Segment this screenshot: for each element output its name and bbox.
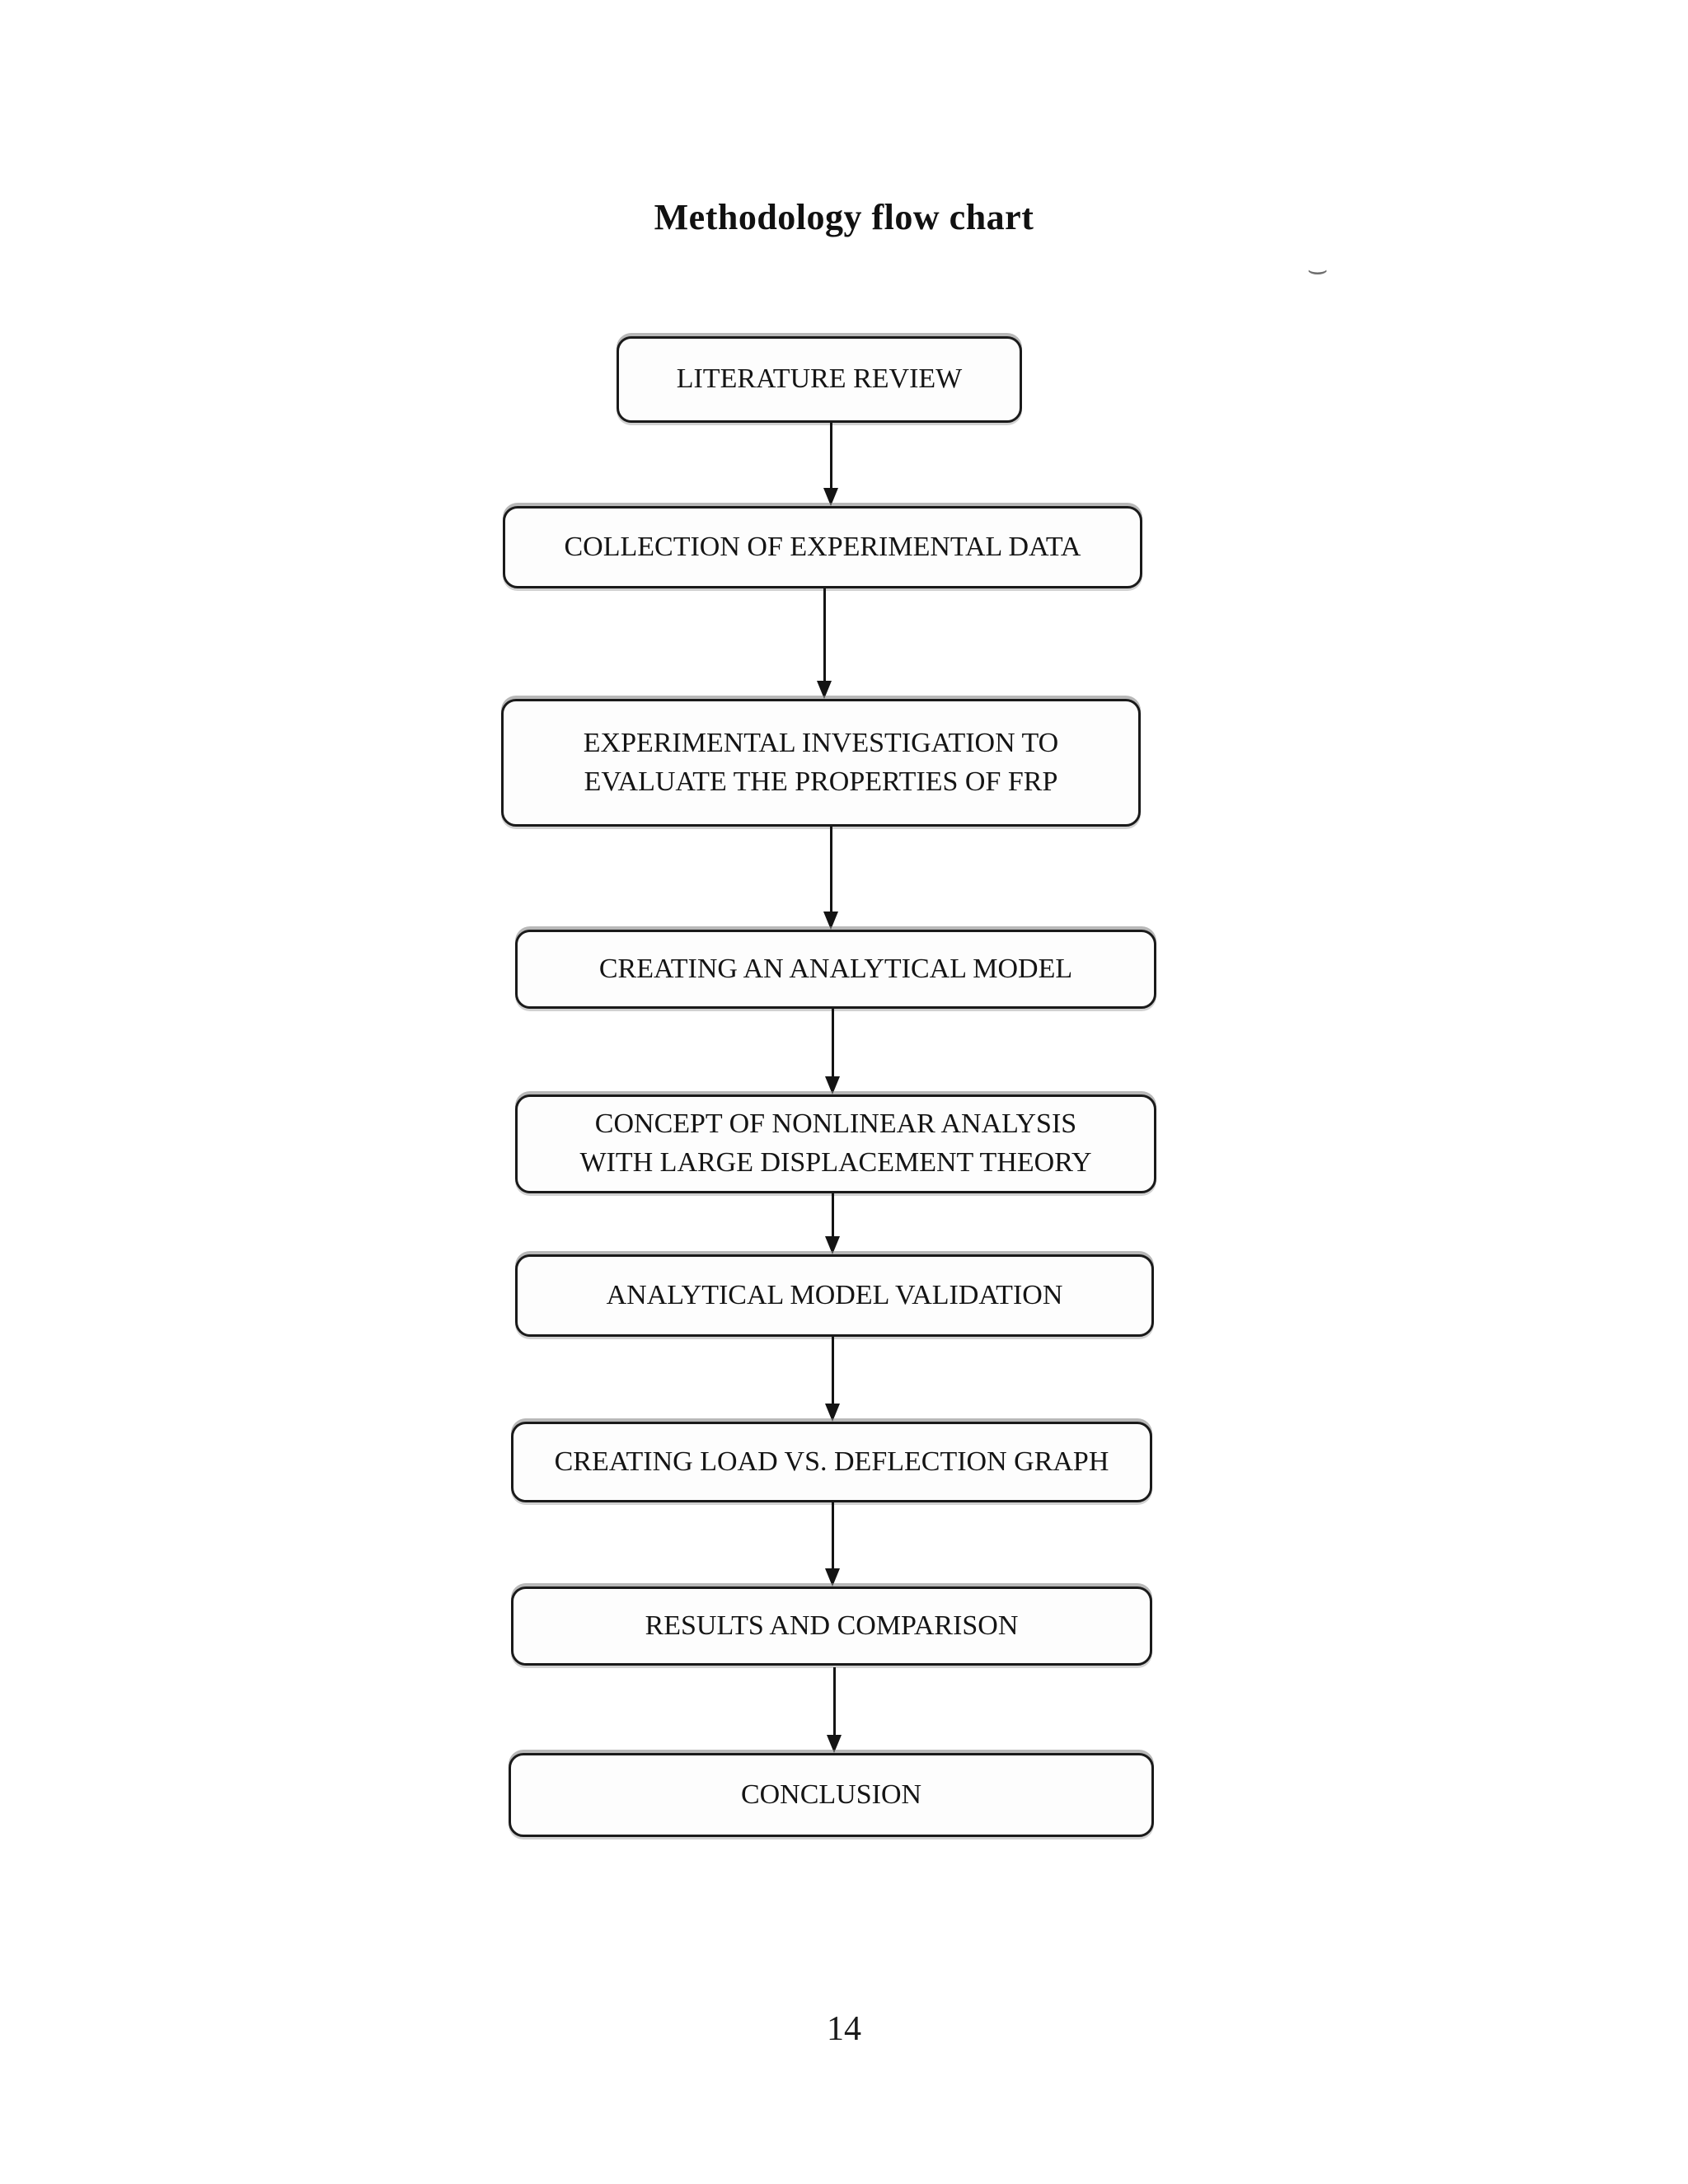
arrow-shaft	[832, 1667, 836, 1740]
connector-arrow-7	[823, 1502, 842, 1586]
flow-step-creating-analytical-model: CREATING AN ANALYTICAL MODEL	[515, 930, 1156, 1009]
connector-arrow-2	[814, 588, 834, 699]
connector-arrow-5	[823, 1193, 842, 1254]
scan-smudge-mark: ⌣	[1306, 254, 1329, 285]
arrow-shaft	[831, 1337, 834, 1408]
arrow-down-icon	[823, 488, 838, 506]
flow-step-creating-load-vs-deflection-graph: CREATING LOAD VS. DEFLECTION GRAPH	[511, 1422, 1152, 1502]
flow-step-label: ANALYTICAL MODEL VALIDATION	[606, 1279, 1063, 1310]
arrow-down-icon	[825, 1404, 840, 1422]
page-number: 14	[827, 2010, 861, 2048]
flow-step-label: CONCEPT OF NONLINEAR ANALYSIS WITH LARGE…	[579, 1108, 1092, 1178]
connector-arrow-4	[823, 1009, 842, 1094]
flow-step-analytical-model-validation: ANALYTICAL MODEL VALIDATION	[515, 1254, 1154, 1337]
flow-step-literature-review: LITERATURE REVIEW	[617, 336, 1022, 423]
flow-step-label: RESULTS AND COMPARISON	[645, 1610, 1019, 1641]
arrow-down-icon	[823, 912, 838, 930]
page-title: Methodology flow chart	[654, 197, 1034, 237]
flow-step-label: CREATING LOAD VS. DEFLECTION GRAPH	[554, 1446, 1109, 1477]
flow-step-results-and-comparison: RESULTS AND COMPARISON	[511, 1586, 1152, 1666]
flow-step-label: LITERATURE REVIEW	[676, 363, 963, 395]
flow-step-label: COLLECTION OF EXPERIMENTAL DATA	[564, 531, 1081, 562]
connector-arrow-1	[821, 423, 841, 506]
arrow-shaft	[831, 1009, 834, 1081]
flow-step-label: CONCLUSION	[740, 1779, 922, 1810]
connector-arrow-3	[821, 827, 841, 930]
arrow-shaft	[823, 588, 826, 686]
arrow-down-icon	[825, 1236, 840, 1254]
flow-step-label: EXPERIMENTAL INVESTIGATION TO EVALUATE T…	[583, 727, 1059, 797]
flow-step-concept-of-nonlinear-analysis: CONCEPT OF NONLINEAR ANALYSIS WITH LARGE…	[515, 1094, 1156, 1193]
arrow-down-icon	[827, 1735, 842, 1753]
flow-step-experimental-investigation: EXPERIMENTAL INVESTIGATION TO EVALUATE T…	[501, 699, 1141, 827]
arrow-down-icon	[825, 1076, 840, 1094]
arrow-shaft	[831, 1193, 834, 1241]
arrow-down-icon	[825, 1568, 840, 1586]
arrow-down-icon	[817, 681, 832, 699]
flow-step-collection-of-experimental-data: COLLECTION OF EXPERIMENTAL DATA	[503, 506, 1142, 588]
arrow-shaft	[831, 1502, 834, 1573]
flow-step-label: CREATING AN ANALYTICAL MODEL	[598, 953, 1073, 984]
arrow-shaft	[829, 827, 832, 916]
connector-arrow-8	[824, 1667, 844, 1753]
flow-step-conclusion: CONCLUSION	[509, 1753, 1154, 1837]
connector-arrow-6	[823, 1337, 842, 1422]
arrow-shaft	[829, 423, 832, 493]
